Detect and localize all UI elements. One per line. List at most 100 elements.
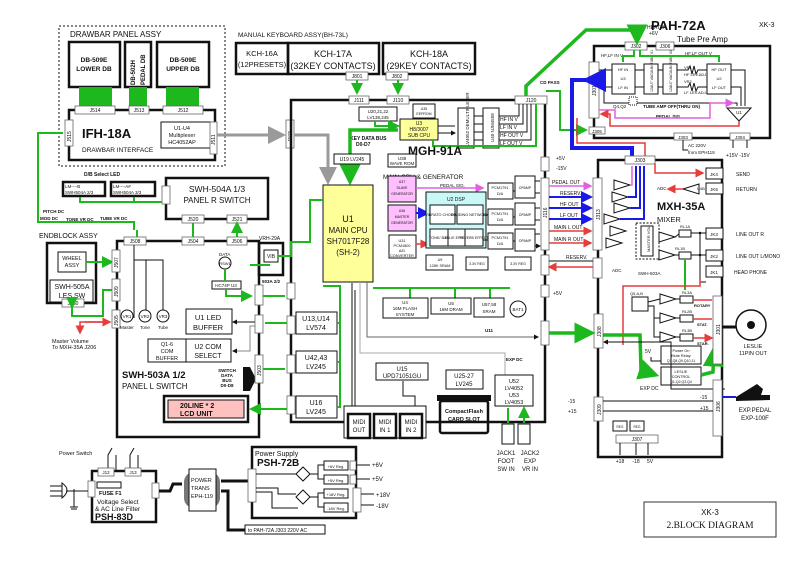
vr-resistors <box>677 64 707 93</box>
ifh-18a-name: IFH-18A <box>82 126 132 141</box>
j515-connector <box>64 119 74 147</box>
u31-conv: CONVERTER <box>390 254 414 258</box>
j120-to-pah-line <box>524 24 648 96</box>
amp-u1a <box>613 202 632 214</box>
vr3-pot <box>156 309 170 323</box>
j111-connector <box>348 95 370 105</box>
midi-group-box <box>343 405 427 439</box>
mxh-desc: MIXER <box>657 215 681 224</box>
vr2-pot <box>138 309 152 323</box>
psh83-name: PSH-83D <box>95 512 134 522</box>
exp-pedal-model: EXP-100F <box>741 416 769 422</box>
u20-name: U20,21,22 <box>368 109 389 114</box>
swh505-name: SWH-505A <box>54 284 89 291</box>
u4-flash-name: U4 <box>402 300 408 305</box>
dsp-title: U2 DSP <box>447 197 466 203</box>
u37-gen: GENERATOR <box>391 192 413 196</box>
j306-label: J306 <box>660 44 671 50</box>
drawbar-to-cpu-line <box>294 133 337 185</box>
q16-buffer: BUFFER <box>156 356 178 362</box>
mute-relay-label: Mute Relay <box>671 354 690 358</box>
vrh-29a-label: VRH-29A <box>259 236 281 242</box>
power-trans-box <box>188 468 217 512</box>
j112-connector <box>286 395 296 415</box>
j305-label: J305 <box>592 129 602 134</box>
j114-label: J116 <box>543 207 549 218</box>
j307-pin-p18: +18 <box>616 459 625 465</box>
leslie-connector-key <box>747 321 755 329</box>
title-text: 2.BLOCK DIAGRAM <box>666 521 754 531</box>
midi-in2-label: MIDI <box>405 420 418 426</box>
j118-connector <box>540 320 550 346</box>
headphone-label: HEAD PHONE <box>734 270 768 276</box>
mgh-desc: MAIN CPU & GENERATOR <box>383 174 464 181</box>
led-lm-as-name: LM----A# <box>113 184 131 189</box>
tube-bypass-relay <box>628 96 638 106</box>
pah-rails-label: +15V -15V <box>726 153 750 159</box>
hf-out-v-label: HF OUT V <box>500 133 524 139</box>
pah-internal-green <box>622 50 720 62</box>
u2-vca-box <box>706 63 732 95</box>
jk5-label: JK5 <box>710 187 718 192</box>
tube-vr-dc-label: TUBE VR DC <box>100 216 128 221</box>
keyboard-assy-label: MANUAL KEYBOARD ASSY(BH-73L) <box>238 32 348 39</box>
jk1-box <box>705 265 724 278</box>
tone-exp-label: TONE/ EXP <box>429 236 450 240</box>
cf-slot-top <box>437 395 491 401</box>
jack2-desc: EXP <box>524 459 536 465</box>
psh83-to-trans-cable <box>159 482 182 493</box>
trans-power-label: POWER <box>191 478 212 484</box>
data-label: DATA <box>219 252 230 257</box>
j110-label: J110 <box>393 98 404 104</box>
exp-pedal-label: EXP.PEDAL <box>739 408 772 414</box>
mxh-leslie-section: Q5,A,B RL3A RL2B RL3B ROTARY STAT. STAR.… <box>568 280 772 465</box>
j304-label: J304 <box>735 135 745 140</box>
lf-out-v-label: LF OUT V <box>500 141 523 147</box>
master-vol-group <box>635 222 660 260</box>
u31-adc-box <box>388 234 417 259</box>
j511-connector <box>209 121 218 155</box>
vr-feed-lines <box>133 245 164 318</box>
hc74-label: HC74P U3 <box>215 283 237 288</box>
psh72-name: PSH-72B <box>257 458 299 469</box>
rl3b-label: RL3B <box>682 328 692 333</box>
u15-box <box>375 362 429 381</box>
j111-label: J111 <box>354 98 364 104</box>
vr2-label-pot: VR2 <box>141 314 150 319</box>
ifh-18a-desc: DRAWBAR INTERFACE <box>82 147 154 154</box>
lf-lev-adj-label: LF LEV.ADJ. <box>684 90 707 95</box>
relay-q4-label: Q4,Q2 <box>613 104 627 109</box>
relay-rl2b <box>679 314 694 323</box>
swh-503a-board: J508 J504 J506 J507 J509 J505 Master Vol… <box>52 199 323 439</box>
ac-line-filter-label: & AC Line Filter <box>95 506 141 513</box>
mgh-exp-dc-label: EXP DC <box>506 357 523 362</box>
u1-led-desc: BUFFER <box>193 323 224 332</box>
j307-pin-5v: 5V <box>647 459 654 465</box>
j509-label: J509 <box>114 286 120 297</box>
mxh-rail-m15: -15 <box>568 399 575 405</box>
u9-name: U9 <box>438 258 443 262</box>
rl3a-label: RL3A <box>682 290 692 295</box>
midi-out-label: MIDI <box>353 420 366 426</box>
les-sw-line <box>66 289 112 317</box>
switch-bus-label: SWITCH <box>218 368 236 373</box>
master-vol-pot <box>640 225 654 257</box>
rail-5v-label: +5V <box>553 291 563 297</box>
junction-dot <box>698 253 702 257</box>
swh503-name: SWH-503A 1/2 <box>122 370 186 381</box>
pitch-dc-label: PITCH DC <box>43 209 65 214</box>
u9-sram-box <box>425 254 454 271</box>
mxh-name: MXH-35A <box>657 201 705 213</box>
page-model-label: XK-3 <box>759 22 775 29</box>
u38-desc: WAVE ROM <box>390 161 415 166</box>
u37-slave: SLAVE <box>396 186 408 190</box>
opamp-out-lines <box>535 180 540 246</box>
db-select-led-label: D/B Select LED <box>84 172 121 178</box>
u40-label: U40 NJM4558 <box>490 113 495 142</box>
mxh-jacks: JK4 SEND JK5 RETURN JK3 LINE OUT R JK2 L… <box>705 167 780 278</box>
eeprom-name: U35 <box>421 107 427 111</box>
amp-u8b-leslie <box>659 331 678 343</box>
star-label: STAR. <box>697 341 709 346</box>
u38-box <box>387 153 417 168</box>
amp-u3a <box>613 179 632 191</box>
